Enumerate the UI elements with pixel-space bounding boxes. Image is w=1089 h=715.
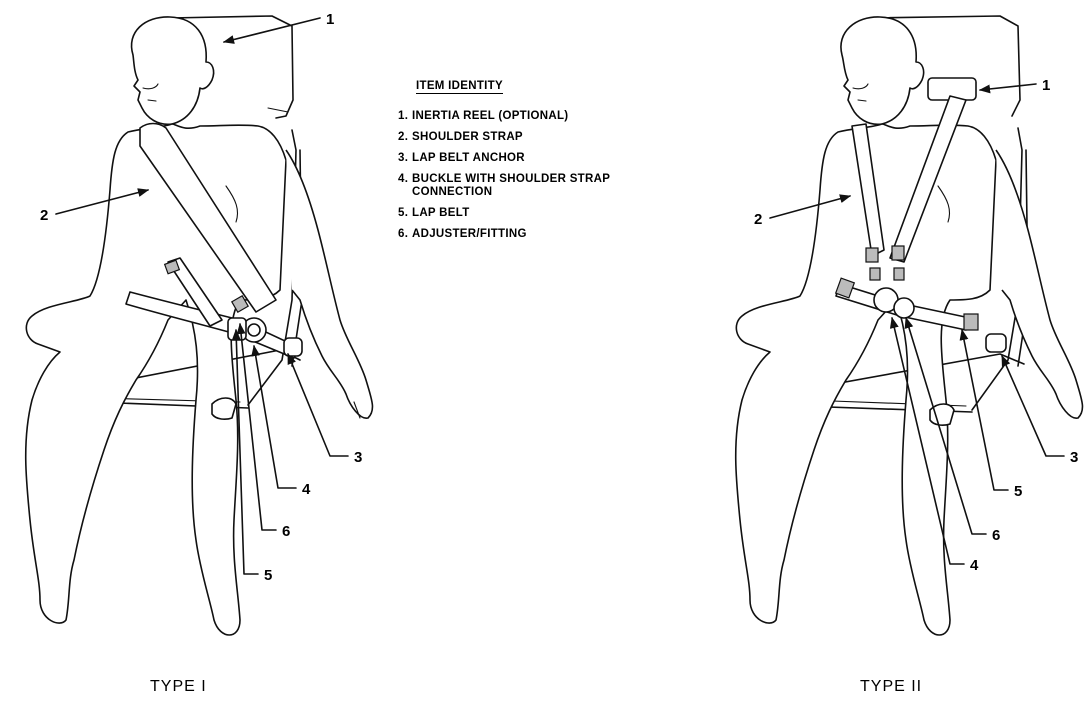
legend-item-number: 3. [398,152,412,165]
legend-item-number: 5. [398,207,412,220]
type2-callout-5: 5 [1014,483,1022,500]
legend-item: 3. LAP BELT ANCHOR [398,152,612,165]
type1-callout-5: 5 [264,567,272,584]
legend-item-text: ADJUSTER/FITTING [412,228,612,241]
legend-item: 4. BUCKLE WITH SHOULDER STRAP CONNECTION [398,173,612,199]
type2-callout-2: 2 [754,211,762,228]
legend-item-number: 2. [398,131,412,144]
legend-item-text: SHOULDER STRAP [412,131,612,144]
type2-caption: TYPE II [860,678,922,696]
legend-item-text: LAP BELT [412,207,612,220]
type1-callout-1: 1 [326,11,334,28]
type2-figure: 1 2 3 4 5 6 [736,16,1083,635]
type1-callout-4: 4 [302,481,311,498]
type2-callout-1: 1 [1042,77,1050,94]
legend-item-text: INERTIA REEL (OPTIONAL) [412,110,612,123]
item-identity-legend: ITEM IDENTITY 1. INERTIA REEL (OPTIONAL)… [398,80,612,249]
legend-item: 5. LAP BELT [398,207,612,220]
type1-callout-3: 3 [354,449,362,466]
legend-item-number: 1. [398,110,412,123]
legend-item-number: 4. [398,173,412,199]
type1-callout-6: 6 [282,523,290,540]
type1-figure: 1 2 3 4 5 6 [26,11,373,635]
legend-item-number: 6. [398,228,412,241]
type2-callout-3: 3 [1070,449,1078,466]
type1-caption: TYPE I [150,678,207,696]
legend-item: 6. ADJUSTER/FITTING [398,228,612,241]
type2-callout-6: 6 [992,527,1000,544]
legend-item-text: BUCKLE WITH SHOULDER STRAP CONNECTION [412,173,612,199]
legend-item: 1. INERTIA REEL (OPTIONAL) [398,110,612,123]
legend-item-text: LAP BELT ANCHOR [412,152,612,165]
legend-item: 2. SHOULDER STRAP [398,131,612,144]
type1-callout-2: 2 [40,207,48,224]
legend-title: ITEM IDENTITY [416,80,503,94]
type2-callout-4: 4 [970,557,979,574]
